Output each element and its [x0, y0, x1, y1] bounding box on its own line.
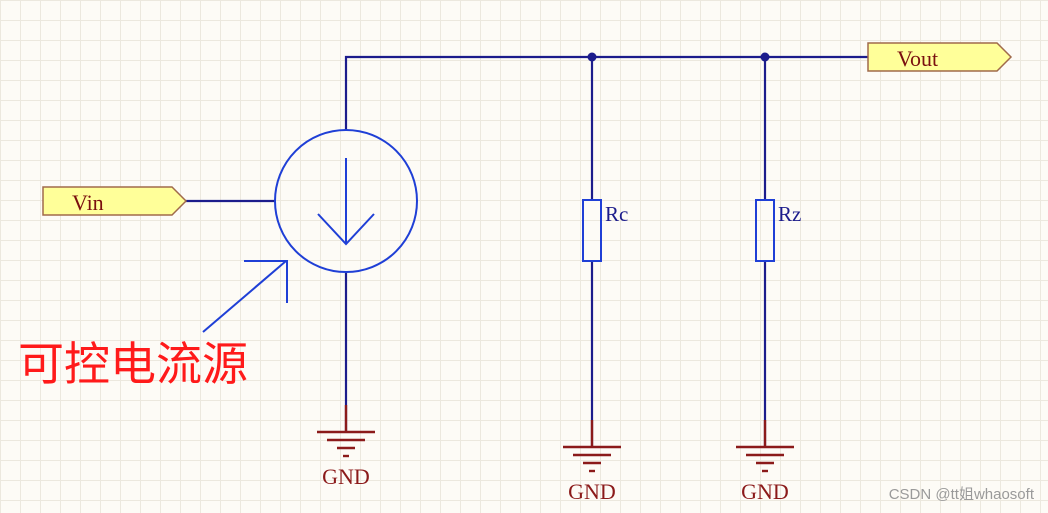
wires — [184, 55, 868, 447]
watermark-text: CSDN @tt姐whaosoft — [889, 486, 1035, 503]
annotation-arrow — [202, 260, 288, 333]
resistor-rz-body — [755, 199, 775, 262]
current-source-symbol — [274, 129, 418, 273]
junction-dot-rz — [760, 52, 770, 62]
resistor-rc-body — [582, 199, 602, 262]
ground-symbol-rz — [736, 420, 794, 473]
ground-label-source: GND — [322, 464, 370, 489]
current-source-circle — [274, 129, 418, 273]
current-arrow-head — [317, 213, 375, 246]
vin-port-label: Vin — [72, 190, 104, 215]
ground-label-rc: GND — [568, 479, 616, 504]
resistor-rz-label: Rz — [778, 202, 801, 226]
ground-label-rz: GND — [741, 479, 789, 504]
vout-port-label: Vout — [897, 46, 938, 71]
resistor-rc-label: Rc — [605, 202, 628, 226]
vin-port-flag — [42, 186, 188, 216]
ground-symbol-rc — [563, 420, 621, 473]
annotation-label: 可控电流源 — [18, 339, 248, 390]
junction-dot-rc — [587, 52, 597, 62]
top-bus-wire — [344, 55, 868, 131]
vout-port-flag — [867, 42, 1013, 72]
ground-symbol-source — [317, 405, 375, 458]
